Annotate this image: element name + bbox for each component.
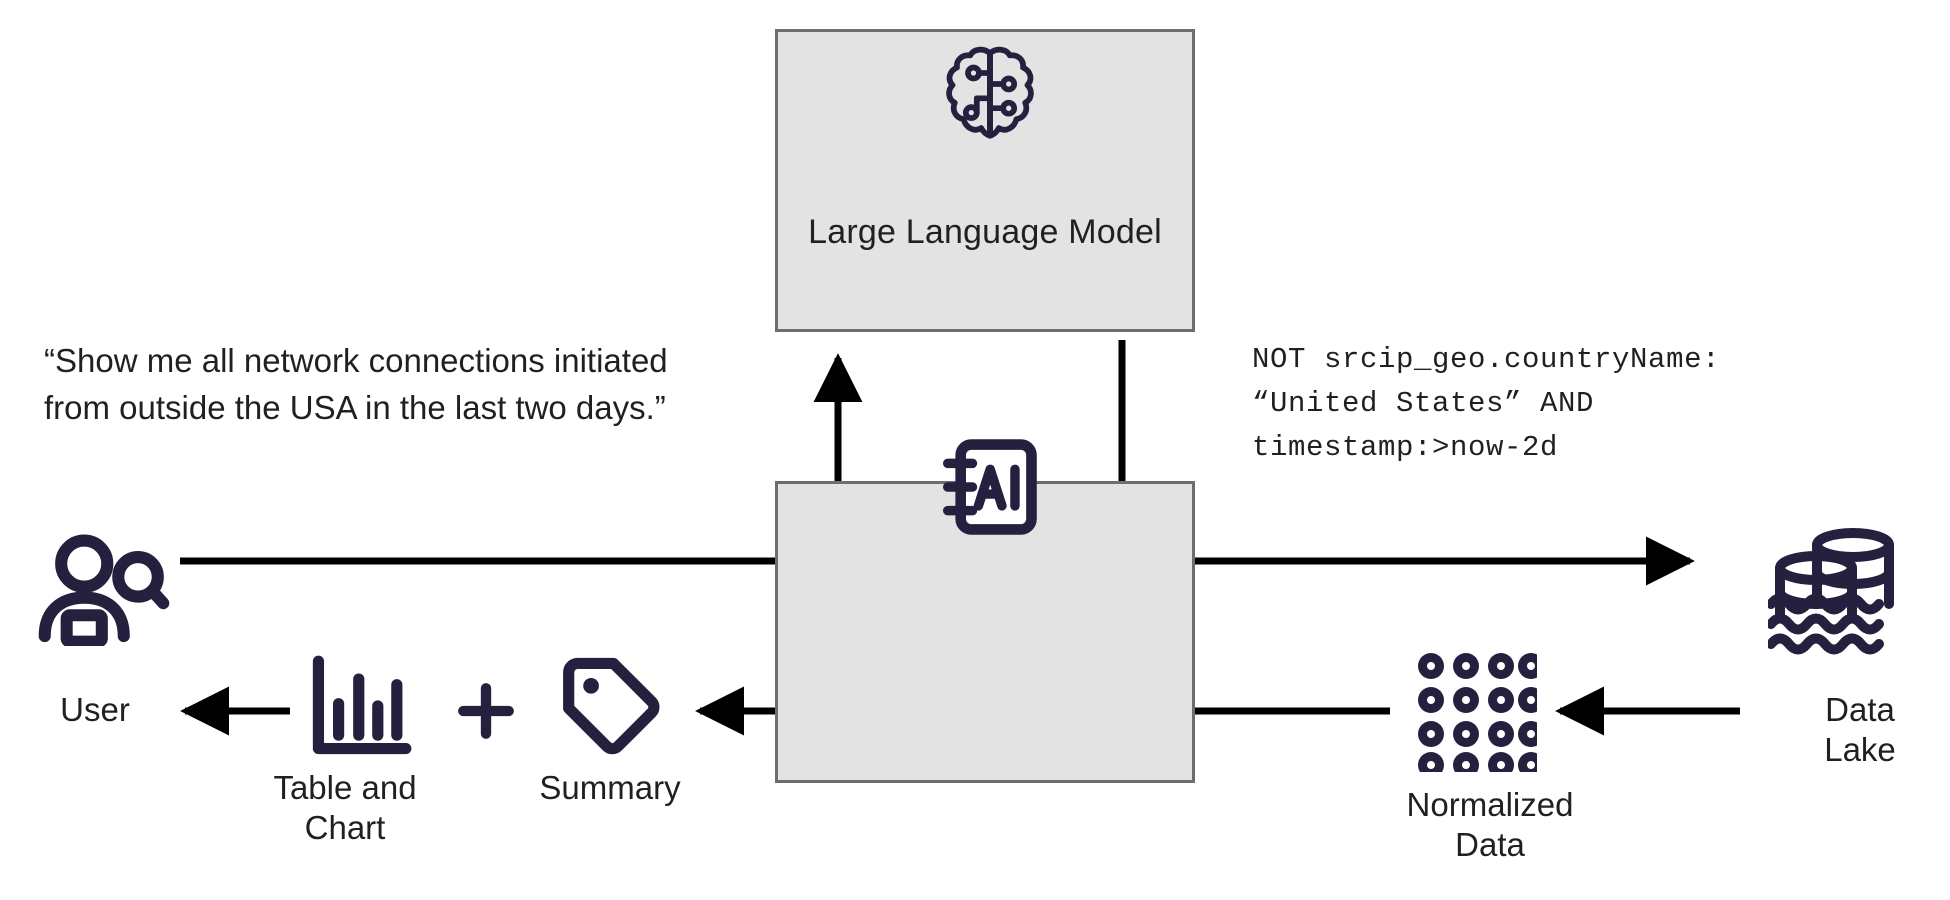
generated-query-text: NOT srcip_geo.countryName: “United State… bbox=[1252, 343, 1721, 465]
tag-icon bbox=[553, 650, 665, 762]
user-query-text: “Show me all network connections initiat… bbox=[44, 342, 668, 426]
ai-notebook-icon bbox=[930, 428, 1048, 546]
summary-label: Summary bbox=[539, 769, 681, 806]
plus-icon bbox=[455, 680, 517, 742]
llm-box-label: Large Language Model bbox=[808, 213, 1162, 251]
normalized-data-label: Normalized Data bbox=[1406, 786, 1574, 864]
llm-box[interactable]: Large Language Model bbox=[775, 29, 1195, 332]
dot-grid-icon bbox=[1413, 648, 1544, 778]
bar-chart-icon bbox=[305, 650, 417, 762]
data-lake-icon bbox=[1766, 528, 1908, 656]
table-and-chart-label: Table and Chart bbox=[273, 769, 417, 847]
user-search-icon bbox=[38, 534, 170, 648]
brain-circuit-icon bbox=[935, 40, 1045, 150]
user-label: User bbox=[60, 691, 130, 728]
data-lake-label: Data Lake bbox=[1824, 691, 1896, 769]
